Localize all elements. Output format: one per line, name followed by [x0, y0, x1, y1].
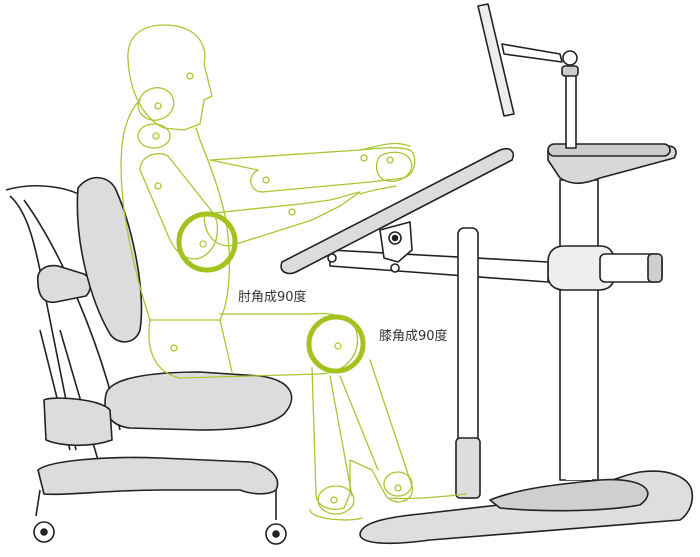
chair-seat [104, 371, 293, 431]
chair-base [37, 456, 279, 496]
chair-seat-support [43, 397, 113, 447]
knee-angle-label: 膝角成90度 [379, 329, 448, 344]
monitor-pole [565, 71, 577, 149]
figure-head [127, 24, 213, 131]
figure-forearm-upper [209, 147, 416, 193]
chair [5, 176, 293, 545]
elbow-angle-label: 肘角成90度 [238, 290, 307, 305]
figure-forearm-lower [203, 191, 361, 247]
figure-torso [120, 99, 231, 321]
figure-hand [375, 151, 413, 182]
knee-highlight-ring [306, 314, 366, 374]
monitor-arm [501, 43, 563, 63]
monitor-screen [477, 3, 515, 117]
chair-side-panel [36, 264, 92, 304]
desk [280, 3, 694, 545]
desk-base-front [489, 478, 649, 512]
desk-support-arm [329, 249, 549, 283]
elbow-highlight-ring [176, 211, 238, 273]
desk-tabletop [280, 147, 515, 275]
figure-lower-leg [311, 359, 414, 510]
chair-backrest [76, 176, 143, 343]
figure-feet [309, 493, 467, 521]
